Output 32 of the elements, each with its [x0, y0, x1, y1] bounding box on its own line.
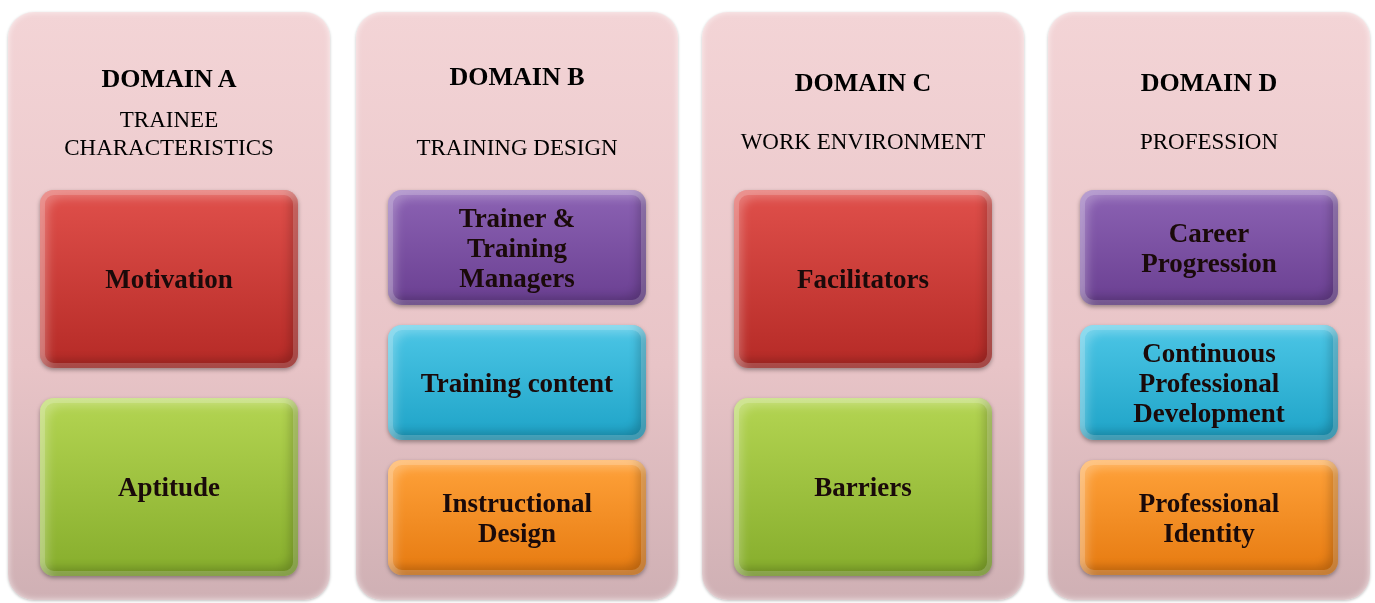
factor-label: Continuous Professional Development [1132, 337, 1286, 428]
factor-card [388, 190, 646, 305]
domain-title: DOMAIN A [100, 64, 238, 94]
domain-title: DOMAIN D [1139, 68, 1279, 98]
domain-panel [8, 12, 330, 600]
domain-subtitle: PROFESSION [1138, 128, 1279, 156]
factor-label: Aptitude [117, 472, 221, 502]
domain-subtitle: WORK ENVIRONMENT [739, 128, 987, 156]
domain-subtitle: TRAINEE CHARACTERISTICS [63, 106, 275, 162]
factor-label: Training content [419, 367, 615, 398]
domain-title: DOMAIN B [448, 62, 586, 92]
domain-panel [1048, 12, 1370, 600]
factor-card [388, 460, 646, 575]
factor-label: Trainer & Training Managers [457, 202, 577, 293]
factor-card [40, 398, 298, 576]
domain-panel [356, 12, 678, 600]
factor-label: Facilitators [796, 264, 930, 294]
factor-label: Instructional Design [441, 487, 593, 548]
factor-card [388, 325, 646, 440]
factor-label: Motivation [104, 264, 234, 294]
domain-title: DOMAIN C [793, 68, 933, 98]
factor-card [734, 190, 992, 368]
factor-label: Barriers [813, 472, 913, 502]
factor-label: Professional Identity [1137, 487, 1281, 548]
factor-card [40, 190, 298, 368]
domain-panel [702, 12, 1024, 600]
factor-card [734, 398, 992, 576]
factor-card [1080, 325, 1338, 440]
domain-subtitle: TRAINING DESIGN [415, 134, 619, 162]
factor-card [1080, 190, 1338, 305]
factor-card [1080, 460, 1338, 575]
factor-label: Career Progression [1140, 217, 1278, 278]
